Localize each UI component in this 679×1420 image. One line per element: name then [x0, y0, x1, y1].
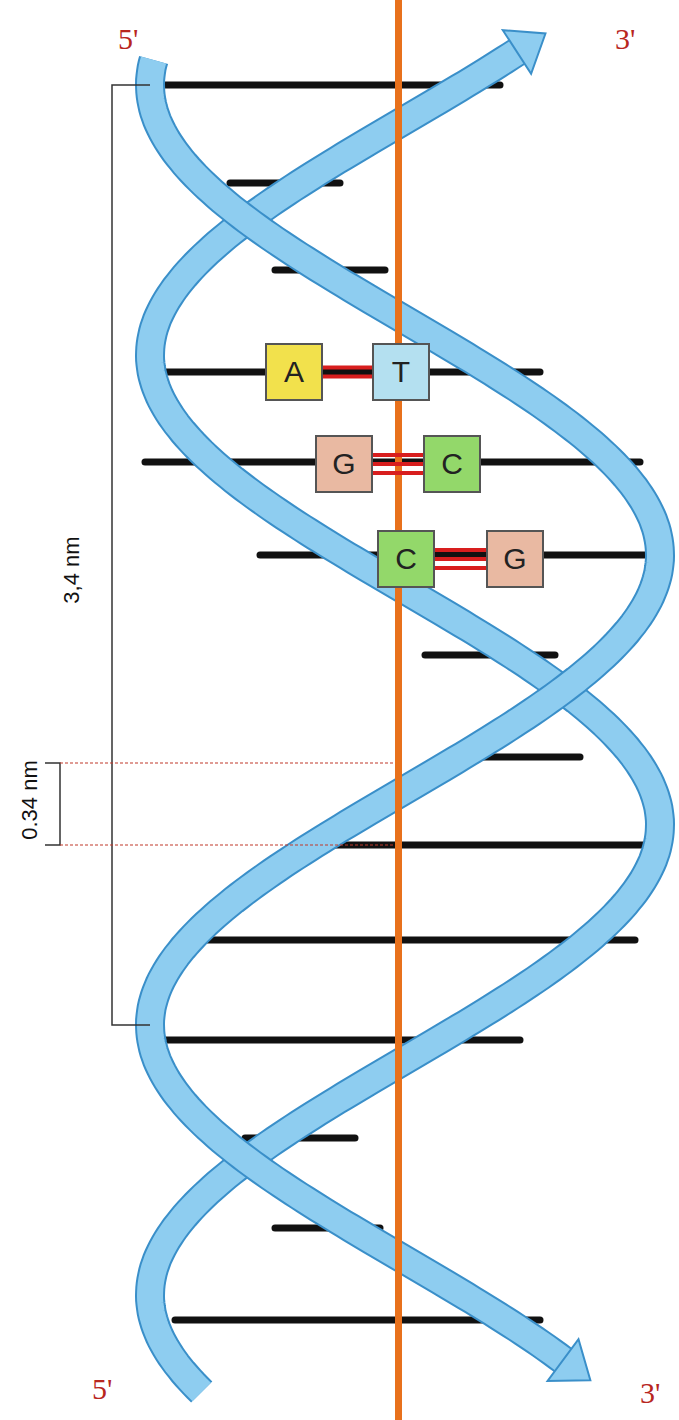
- rise-guide: [60, 762, 400, 763]
- rise-bracket: [45, 763, 60, 845]
- bond-line: [373, 471, 423, 475]
- helix-axis: [395, 0, 402, 1420]
- dimension-bracket: [45, 85, 400, 1025]
- sugar-phosphate-backbone: [150, 30, 660, 1392]
- hydrogen-bond: [323, 368, 372, 377]
- bond-line: [323, 366, 372, 370]
- dimension-label: 3,4 nm: [59, 536, 85, 603]
- strand-end-label: 5': [118, 22, 138, 56]
- nucleotide-base: C: [423, 435, 481, 493]
- backbone-outline: [150, 60, 660, 1360]
- bond-line: [323, 375, 372, 379]
- base-letter: C: [441, 447, 463, 481]
- strand-arrowhead: [548, 1339, 591, 1381]
- strand-end-label: 5': [92, 1372, 112, 1406]
- backbone-strand: [150, 60, 660, 1360]
- base-letter: A: [284, 355, 304, 389]
- strand-end-label: 3': [615, 22, 635, 56]
- base-letter: G: [332, 447, 355, 481]
- nucleotide-base: G: [486, 530, 544, 588]
- bond-line: [435, 548, 486, 552]
- nucleotide-base: G: [315, 435, 373, 493]
- hydrogen-bond: [435, 550, 486, 568]
- nucleotide-base: A: [265, 343, 323, 401]
- bond-line: [373, 462, 423, 466]
- helix-turn-bracket: [112, 85, 150, 1025]
- backbone-strand: [150, 52, 660, 1392]
- rise-guide: [60, 844, 400, 845]
- bond-line: [373, 453, 423, 457]
- strand-arrowhead: [503, 30, 546, 74]
- bond-line: [435, 557, 486, 561]
- strand-end-label: 3': [640, 1376, 660, 1410]
- nucleotide-base: C: [377, 530, 435, 588]
- nucleotide-base: T: [372, 343, 430, 401]
- base-letter: C: [395, 542, 417, 576]
- base-letter: G: [503, 542, 526, 576]
- bond-line: [435, 566, 486, 570]
- base-letter: T: [392, 355, 410, 389]
- hydrogen-bond: [373, 455, 423, 473]
- backbone-outline: [150, 52, 660, 1392]
- dimension-label: 0.34 nm: [17, 760, 43, 840]
